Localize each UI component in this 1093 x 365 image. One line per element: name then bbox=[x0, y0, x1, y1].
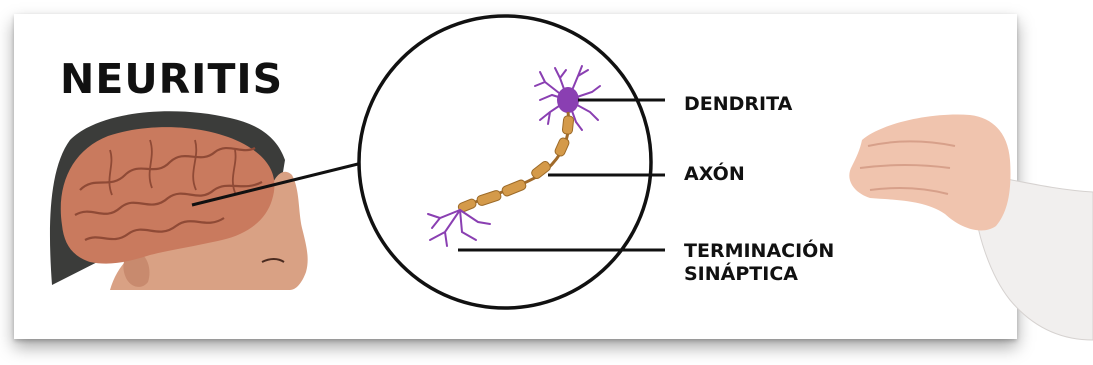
head-illustration bbox=[50, 111, 308, 290]
label-synaptic-terminal-line1: TERMINACIÓN bbox=[684, 240, 834, 263]
title: NEURITIS bbox=[60, 59, 283, 100]
magnifier-circle bbox=[359, 16, 651, 308]
label-synaptic-terminal: TERMINACIÓN SINÁPTICA bbox=[684, 240, 834, 286]
label-axon: AXÓN bbox=[684, 163, 745, 186]
hand-illustration bbox=[849, 115, 1093, 340]
label-dendrite: DENDRITA bbox=[684, 93, 792, 116]
label-synaptic-terminal-line2: SINÁPTICA bbox=[684, 263, 834, 286]
